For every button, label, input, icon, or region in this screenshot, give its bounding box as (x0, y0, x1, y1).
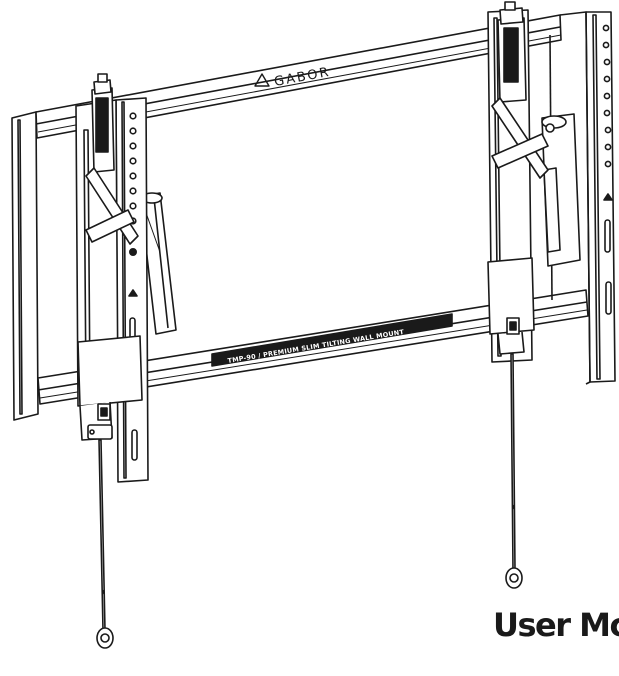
model-label-band (211, 313, 453, 367)
manual-title: User Mc (493, 606, 619, 644)
left-tv-bracket (75, 73, 149, 483)
right-pivot-arm (541, 113, 581, 267)
left-release-cord (96, 439, 114, 649)
right-wall-plate (585, 11, 616, 383)
brand-logo-icon (254, 73, 270, 87)
left-side-plate (11, 111, 39, 421)
right-release-cord (505, 353, 523, 589)
right-tv-bracket (487, 1, 549, 363)
